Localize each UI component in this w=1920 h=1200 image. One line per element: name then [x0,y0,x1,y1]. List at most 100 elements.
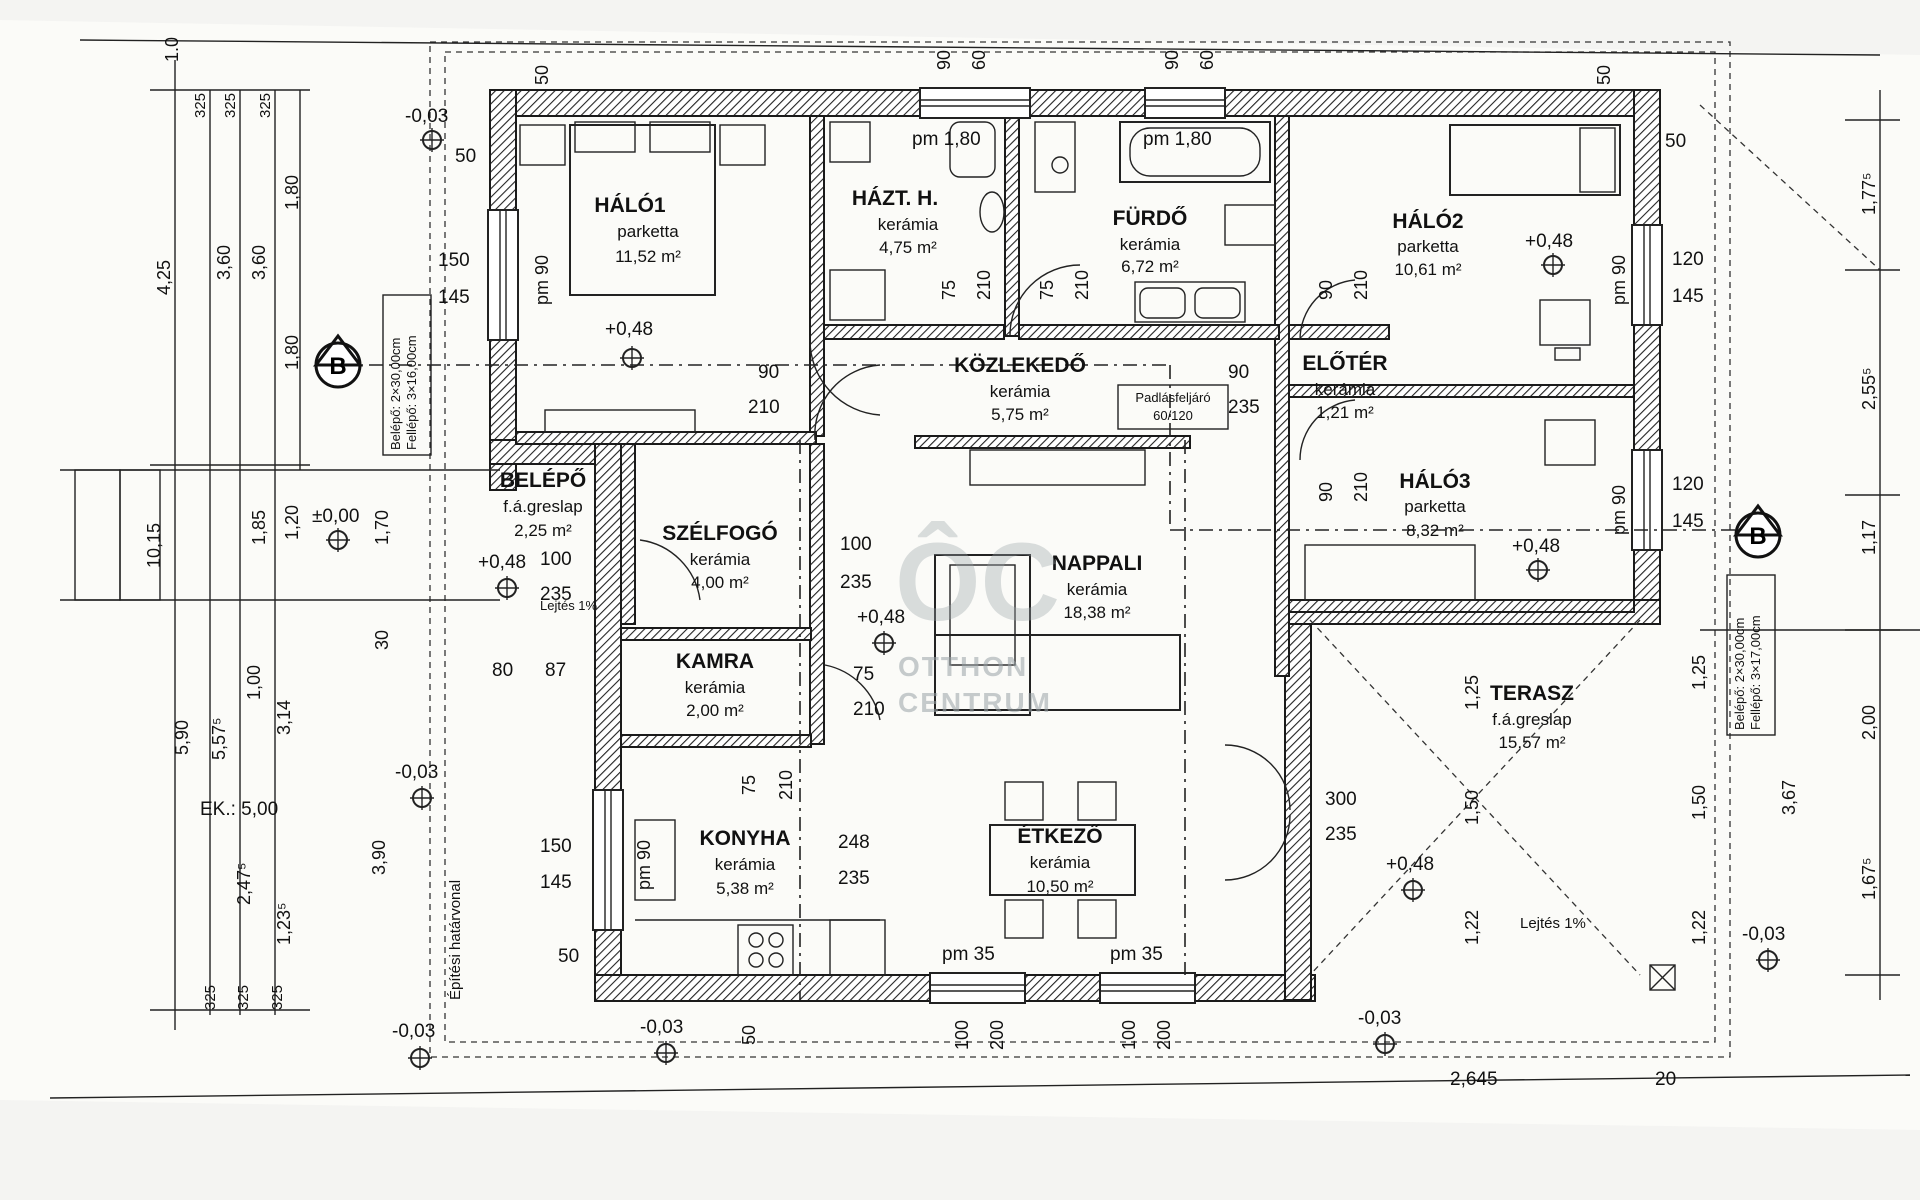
dim-label: 200 [1154,1020,1174,1050]
section-label-left: B [329,353,346,380]
dim-label: 60 [969,50,989,70]
right-dimension-chains [1700,90,1920,1000]
dim-label: 300 [1325,789,1357,810]
dim-label: 80 [492,660,513,681]
room-area: 4,00 m² [691,573,749,592]
room-name: HÁZT. H. [852,187,938,210]
door-swings [639,264,1356,881]
room-floor: parketta [1404,497,1466,516]
room-floor: kerámia [990,382,1051,401]
dim-label: 1.0 [162,37,182,62]
watermark-text-1: OTTHON [898,651,1028,682]
stair-note: Belépő: 2×30,00cm [388,338,403,450]
section-marker-right: B [1732,503,1784,559]
elevation-label: EK.: 5,00 [200,799,278,820]
room-hazt: HÁZT. H. kerámia 4,75 m² [852,187,939,257]
room-floor: f.á.greslap [503,497,582,516]
dimension-numbers: 1.0 325 325 325 4,25 3,60 3,60 1,80 1,80… [144,37,1879,1090]
dim-label: 120 [1672,474,1704,495]
dim-label: 30 [372,630,392,650]
room-area: 10,50 m² [1026,877,1093,896]
room-floor: parketta [617,222,679,241]
level-label: -0,03 [1358,1008,1401,1029]
room-area: 5,75 m² [991,405,1049,424]
window-label: pm 1,80 [1143,129,1212,150]
window-label: pm 90 [532,255,552,305]
level-label: -0,03 [405,106,448,127]
dim-label: 90 [758,362,779,383]
attic-hatch-label: Padlásfeljáró [1135,390,1210,405]
window-label: pm 90 [1609,255,1629,305]
room-area: 10,61 m² [1394,260,1461,279]
dim-label: 145 [540,872,572,893]
dim-label: 50 [1594,65,1614,85]
room-name: HÁLÓ3 [1399,469,1470,493]
left-dimension-chains [60,60,500,1030]
room-floor: kerámia [690,550,751,569]
dim-label: 235 [1325,824,1357,845]
dim-label: 5,57⁵ [209,718,229,761]
dim-label: 145 [1672,511,1704,532]
dim-label: 210 [853,699,885,720]
room-floor: parketta [1397,237,1459,256]
room-area: 18,38 m² [1063,603,1130,622]
dim-label: 150 [540,836,572,857]
dim-label: 4,25 [154,260,174,295]
stair-note: Belépő: 2×30,00cm [1732,618,1747,730]
room-eloter: ELŐTÉR kerámia 1,21 m² [1302,352,1387,422]
dim-label: 1,00 [244,665,264,700]
dim-label: 75 [1037,280,1057,300]
paper-sheet [0,20,1920,1130]
dim-label: 87 [545,660,566,681]
dim-label: 200 [987,1020,1007,1050]
dim-label: 235 [840,572,872,593]
dim-label: 325 [235,985,252,1010]
stair-note: Fellépő: 3×16,00cm [404,335,419,450]
dim-label: 210 [1351,270,1371,300]
window-label: pm 1,80 [912,129,981,150]
dim-label: 50 [1665,131,1686,152]
attic-hatch-box [1117,384,1229,430]
room-name: NAPPALI [1052,552,1143,575]
level-label: ±0,00 [312,506,359,527]
room-etkezo: ÉTKEZŐ kerámia 10,50 m² [1017,825,1102,896]
dim-label: 60 [1197,50,1217,70]
room-area: 1,21 m² [1316,403,1374,422]
room-floor: kerámia [685,678,746,697]
dim-label: 2,55⁵ [1859,368,1879,411]
dim-label: 145 [438,287,470,308]
dim-label: 1,25 [1462,675,1482,710]
dim-label: 90 [1316,280,1336,300]
dim-label: 235 [838,868,870,889]
stair-note-left-box [382,294,432,456]
level-label: +0,48 [1386,854,1434,875]
room-kamra: KAMRA kerámia 2,00 m² [676,650,754,720]
section-marker-left: B [312,333,364,389]
level-label: -0,03 [395,762,438,783]
bottom-dimension: 2,645 [1450,1069,1498,1090]
dim-label: 210 [776,770,796,800]
dim-label: 2,00 [1859,705,1879,740]
dim-label: 90 [1228,362,1249,383]
room-area: 11,52 m² [615,247,681,266]
dim-label: 1,85 [249,510,269,545]
dim-label: 1,77⁵ [1859,173,1879,216]
dim-label: 3,60 [249,245,269,280]
room-furdo: FÜRDŐ kerámia 6,72 m² [1113,207,1188,276]
room-name: KAMRA [676,650,754,673]
dim-label: 3,90 [369,840,389,875]
room-floor: kerámia [878,215,939,234]
dim-label: 145 [1672,286,1704,307]
dim-label: 325 [269,985,286,1010]
dim-label: 90 [1162,50,1182,70]
room-area: 4,75 m² [879,238,937,257]
dim-label: 1,25 [1689,655,1709,690]
level-label: +0,48 [1525,231,1573,252]
dim-label: 325 [222,93,239,118]
room-area: 8,32 m² [1406,521,1464,540]
watermark: ÔC OTTHON CENTRUM [895,521,1060,718]
watermark-text-2: CENTRUM [898,687,1052,718]
dim-label: 90 [934,50,954,70]
dim-label: 210 [1072,270,1092,300]
